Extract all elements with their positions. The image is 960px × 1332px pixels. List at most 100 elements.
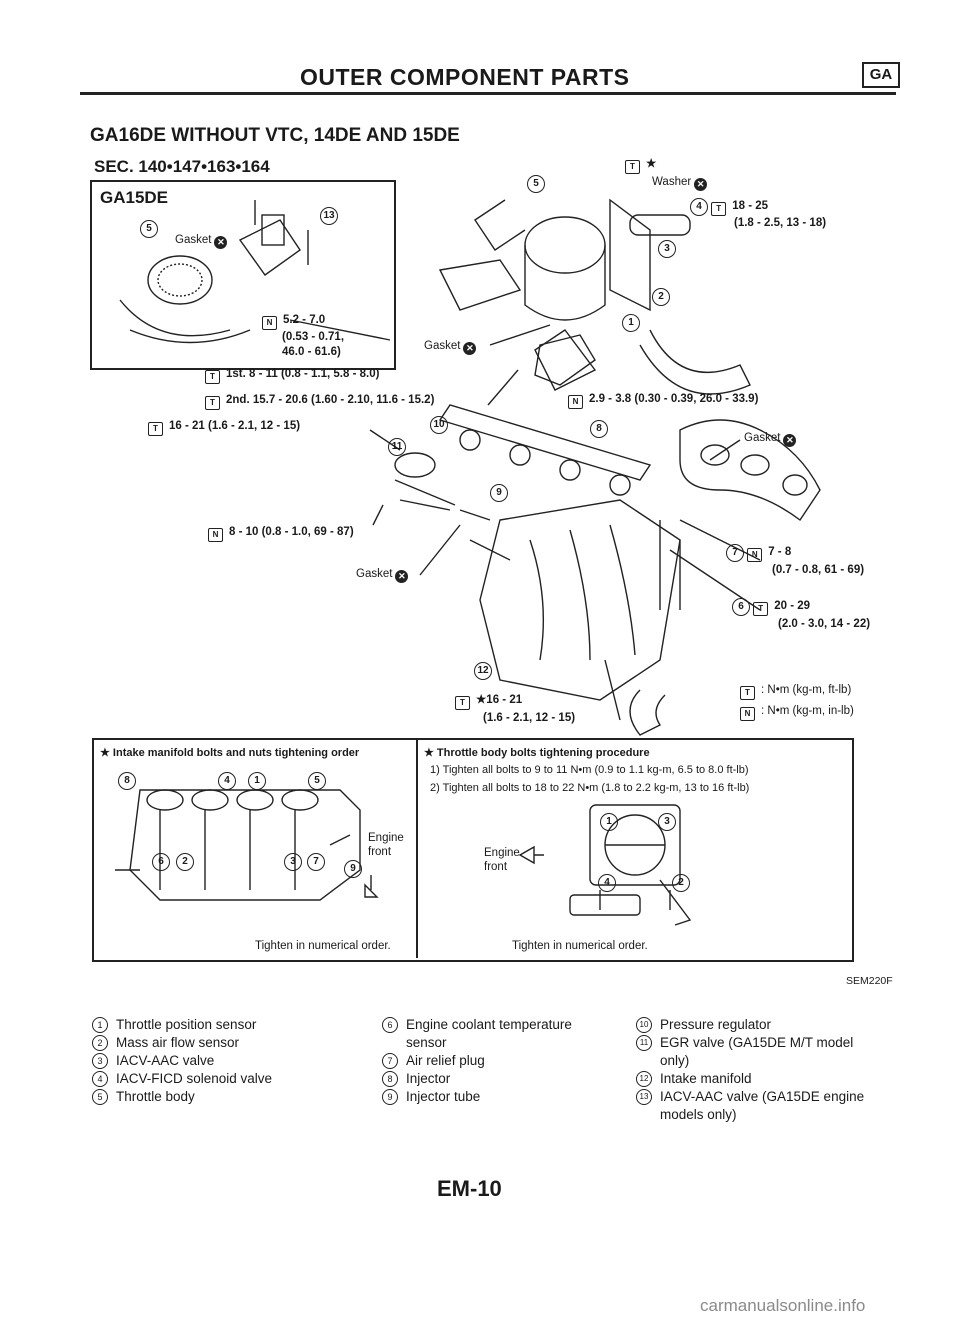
section-code: SEC. 140•147•163•164 — [94, 157, 270, 176]
box-divider — [416, 738, 418, 958]
torque-ftlb-icon: T — [205, 370, 220, 384]
torque-ftlb-icon: T — [711, 202, 727, 216]
callout-5-icon: 5 — [140, 220, 158, 238]
throttle-procedure-title: ★ Throttle body bolts tightening procedu… — [424, 747, 650, 759]
torque-ftlb-icon: T — [625, 160, 640, 174]
torque-16-21-b: T★16 - 21 (1.6 - 2.1, 12 - 15) — [455, 692, 575, 726]
replace-icon: ✕ — [395, 570, 409, 583]
callout-8-icon: 8 — [590, 420, 608, 438]
callout-6-icon: 6 — [732, 598, 750, 616]
page-title: OUTER COMPONENT PARTS — [300, 64, 630, 90]
throttle-step-2: 2) Tighten all bolts to 18 to 22 N•m (1.… — [430, 782, 750, 794]
order-7-icon: 7 — [307, 853, 325, 871]
section-badge: GA — [862, 62, 900, 88]
watermark: carmanualsonline.info — [700, 1296, 866, 1315]
torque-ftlb-icon: T — [753, 602, 769, 616]
torque-inlb-icon: N — [208, 528, 223, 542]
callout-2-icon: 2 — [652, 288, 670, 306]
callout-9-icon: 9 — [490, 484, 508, 502]
order-1-icon: 1 — [248, 772, 266, 790]
gasket-right-label: Gasket✕ — [744, 432, 797, 447]
figure-id: SEM220F — [846, 975, 893, 987]
torque-inlb-icon: N — [568, 395, 583, 409]
replace-icon: ✕ — [214, 236, 228, 249]
inset-title: GA15DE — [100, 188, 169, 207]
gasket-low-label: Gasket✕ — [356, 568, 409, 583]
torque-inlb-icon: N — [740, 707, 755, 721]
torque-ftlb-icon: T — [455, 696, 470, 710]
order-3-icon: 3 — [284, 853, 302, 871]
callout-10-icon: 10 — [430, 416, 448, 434]
torque-inlb-icon: N — [747, 548, 763, 562]
callout-11-icon: 11 — [388, 438, 406, 456]
order-2-icon: 2 — [176, 853, 194, 871]
unit-ftlb: T: N•m (kg-m, ft-lb) — [740, 684, 851, 700]
tb-order-1-icon: 1 — [600, 813, 618, 831]
tb-order-3-icon: 3 — [658, 813, 676, 831]
callout-4-icon: 4 — [690, 198, 708, 216]
callout-5-icon: 5 — [527, 175, 545, 193]
torque-ftlb-icon: T — [740, 686, 755, 700]
unit-inlb: N: N•m (kg-m, in-lb) — [740, 705, 854, 721]
section-title: GA16DE WITHOUT VTC, 14DE AND 15DE — [90, 125, 460, 146]
tb-order-2-icon: 2 — [672, 874, 690, 892]
replace-icon: ✕ — [463, 342, 477, 355]
order-9-icon: 9 — [344, 860, 362, 878]
manifold-order-title: ★ Intake manifold bolts and nuts tighten… — [100, 747, 360, 759]
tb-order-4-icon: 4 — [598, 874, 616, 892]
order-5-icon: 5 — [308, 772, 326, 790]
callout-13-icon: 13 — [320, 207, 338, 225]
callout-1-icon: 1 — [622, 314, 640, 332]
torque-ftlb-icon: T — [205, 396, 220, 410]
torque-ftlb-icon: T — [148, 422, 163, 436]
star-torque-mark: T★ — [625, 156, 656, 174]
callout-7-icon: 7 — [726, 544, 744, 562]
order-4-icon: 4 — [218, 772, 236, 790]
inset-gasket-label: Gasket✕ — [175, 234, 228, 249]
torque-inlb-icon: N — [262, 316, 277, 330]
callout-12-icon: 12 — [474, 662, 492, 680]
header-rule — [80, 92, 896, 95]
order-6-icon: 6 — [152, 853, 170, 871]
callout-3-icon: 3 — [658, 240, 676, 258]
replace-icon: ✕ — [783, 434, 797, 447]
replace-icon: ✕ — [694, 178, 708, 191]
washer-label: Washer✕ — [652, 176, 708, 191]
ga15de-inset-frame — [90, 180, 396, 370]
throttle-step-1: 1) Tighten all bolts to 9 to 11 N•m (0.9… — [430, 764, 749, 776]
gasket-mid-label: Gasket✕ — [424, 340, 477, 355]
manifold-order-note: Tighten in numerical order. — [255, 940, 391, 952]
page-number: EM-10 — [437, 1176, 502, 1201]
order-8-icon: 8 — [118, 772, 136, 790]
tightening-box — [92, 738, 854, 962]
throttle-order-note: Tighten in numerical order. — [512, 940, 648, 952]
